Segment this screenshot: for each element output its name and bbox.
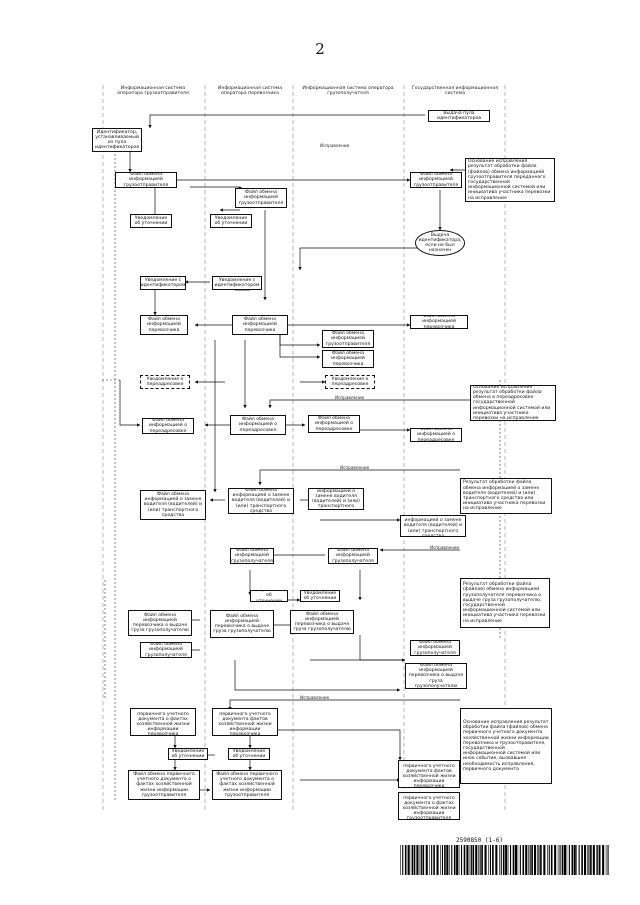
assigned-id-box: Идентификатор, устанавливаемый из пула и… [92, 128, 142, 152]
delivery-file-receiver-box: Файл обмена информацией перевозчика о вы… [290, 610, 354, 634]
primary-doc-sender-state-box: Файл обмена первичного учетного документ… [398, 792, 460, 820]
id-notice-sender-box: Уведомление с идентификатором [140, 276, 186, 290]
redirect-notice-sender-box: Уведомление о переадресовке [140, 375, 190, 389]
page-number: 2 [315, 40, 325, 58]
swimlane-dividers [102, 85, 506, 810]
sender-info-file-box: Файл обмена информацией грузоотправителя [115, 172, 177, 188]
barcode-image [400, 845, 609, 875]
carrier-info-file-state-box: Файл обмена информацией перевозчика [410, 315, 468, 329]
correction-basis-redirect-box: Основание исправления результат обработк… [470, 385, 556, 421]
flow-arrows [119, 114, 470, 792]
redirect-info-file-box: Файл обмена информацией о переадресовке [230, 415, 286, 435]
delivery-file-state-box: Файл обмена информацией перевозчика о вы… [405, 663, 467, 689]
delivery-file-sender-box: Файл обмена информацией перевозчика о вы… [128, 610, 192, 636]
publication-number: 2590850 (1-6) [456, 837, 503, 844]
clarification-notice-receiver-box: Уведомление об уточнении [300, 590, 340, 602]
clarification-notice-carrier2-box: Уведомление об уточнении [250, 590, 288, 602]
driver-change-file-receiver-box: Файл обмена информацией о замене водител… [308, 488, 364, 510]
carrier-info-file-sender-box: Файл обмена информацией перевозчика [140, 315, 188, 335]
clarification-notice-doc-sender-box: Уведомление об уточнении [168, 748, 208, 760]
receiver-info-file-sender-box: Файл обмена информацией грузополучателя [140, 642, 192, 658]
primary-doc-sender-carrier-box: Файл обмена первичного учетного документ… [212, 770, 282, 800]
lane-header-sender: Информационная система оператора грузоот… [117, 86, 189, 97]
receiver-info-file-state-box: Файл обмена информацией грузополучателя [410, 640, 460, 656]
driver-change-file-sender-box: Файл обмена информацией о замене водител… [140, 490, 206, 520]
primary-doc-carrier-state-box: Файл обмена первичного учетного документ… [398, 760, 460, 788]
correction-label: Исправление [320, 143, 350, 148]
redirect-info-file-receiver-box: Файл обмена информацией о переадресовке [308, 415, 360, 433]
receiver-result-box: Результат обработки файла (файлов) обмен… [460, 578, 550, 628]
redirect-notice-receiver-box: Уведомление о переадресовке [325, 375, 375, 389]
sender-info-file-receiver-box: Файл обмена информацией грузоотправителя [322, 330, 374, 348]
clarification-notice-carrier-box: Уведомление об уточнении [210, 214, 252, 228]
lane-header-carrier: Информационная система оператора перевоз… [217, 86, 283, 97]
lane-header-receiver: Информационная система оператора грузопо… [302, 86, 394, 97]
redirect-info-file-sender-box: Файл обмена информацией о переадресовке [142, 418, 194, 434]
receiver-info-file-carrier-box: Файл обмена информацией грузополучателя [230, 548, 274, 564]
id-notice-carrier-box: Уведомление с идентификатором [212, 276, 262, 290]
sender-info-file-carrier-box: Файл обмена информацией грузоотправителя [235, 188, 287, 208]
correction-basis-sender-box: Основание исправления результат обработк… [465, 158, 555, 202]
receiver-info-file-box: Файл обмена информацией грузополучателя [328, 548, 378, 564]
carrier-info-file-box: Файл обмена информацией перевозчика [232, 315, 288, 335]
carrier-info-file-receiver-box: Файл обмена информацией перевозчика [322, 350, 374, 368]
issue-id-pool-box: Выдача пула идентификаторов [428, 110, 490, 122]
driver-change-file-box: Файл обмена информацией о замене водител… [228, 488, 294, 514]
driver-change-file-state-box: Файл обмена информацией о замене водител… [400, 515, 466, 537]
correction-label: Исправление [300, 695, 330, 700]
primary-doc-carrier-sender-box: Файл обмена первичного учетного документ… [130, 708, 196, 736]
driver-change-result-box: Результат обработки файла обмена информа… [460, 478, 552, 514]
primary-doc-sender-box: Файл обмена первичного учетного документ… [128, 770, 200, 800]
correction-label: Исправление [335, 395, 365, 400]
redirect-info-file-state-box: Файл обмена информацией о переадресовке [410, 428, 462, 442]
clarification-notice-doc-carrier-box: Уведомление об уточнении [228, 748, 270, 760]
clarification-notice-sender-box: Уведомление об уточнении [130, 214, 172, 228]
primary-doc-correction-box: Основание исправления результат обработк… [460, 708, 552, 784]
lane-header-state-system: Государственная информационная система [412, 86, 498, 97]
primary-doc-carrier-box: Файл обмена первичного учетного документ… [212, 708, 278, 736]
correction-label: Исправление [340, 465, 370, 470]
correction-label: Исправление [430, 545, 460, 550]
delivery-file-carrier-box: Файл обмена информацией перевозчика о вы… [210, 610, 274, 638]
issue-identifier-box: Выдача идентификатора, если не был назна… [415, 230, 465, 256]
sender-info-file-state-box: Файл обмена информацией грузоотправителя [410, 172, 462, 188]
